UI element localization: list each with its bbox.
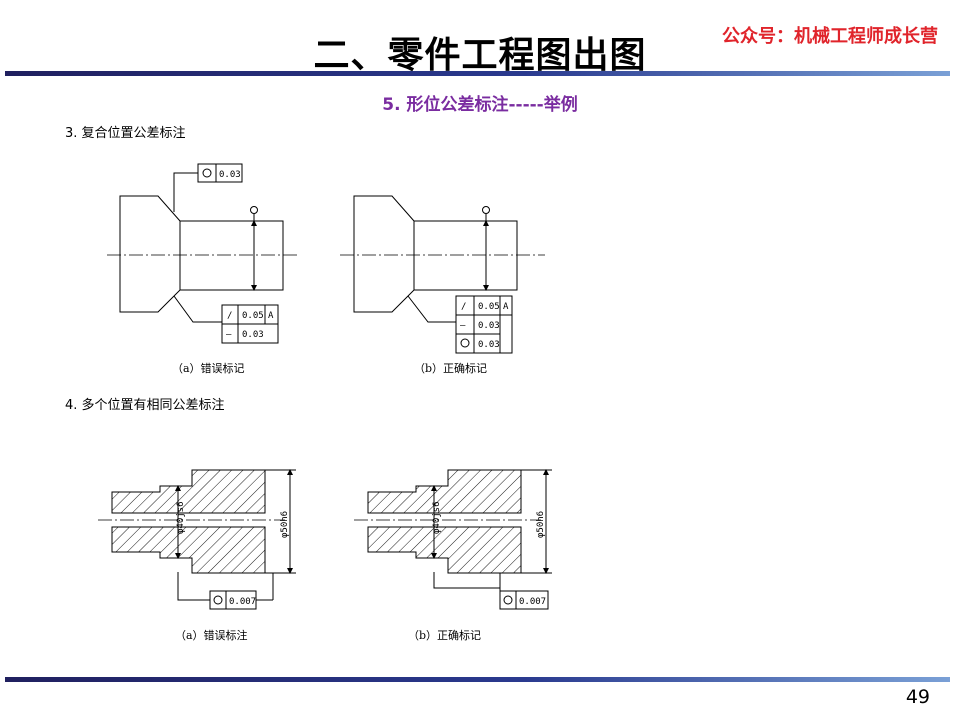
tolerance-value: 0.03 bbox=[478, 321, 500, 331]
drawing-4b bbox=[354, 469, 552, 600]
section-heading-same-tolerance: 4. 多个位置有相同公差标注 bbox=[65, 398, 225, 413]
caption-4a: （a）错误标注 bbox=[175, 628, 248, 642]
drawing-4a bbox=[98, 469, 296, 601]
section-heading-composite: 3. 复合位置公差标注 bbox=[65, 126, 186, 141]
circularity-icon bbox=[202, 168, 212, 178]
tolerance-value: 0.05 bbox=[478, 302, 500, 312]
footer-divider bbox=[5, 677, 950, 682]
dim-phi40-label: φ40js6 bbox=[176, 501, 186, 534]
wechat-account-label: 公众号：机械工程师成长营 bbox=[722, 26, 938, 47]
drawing-3b bbox=[340, 195, 545, 323]
straightness-icon: — bbox=[460, 321, 466, 331]
circularity-icon bbox=[213, 595, 223, 605]
tolerance-value: 0.03 bbox=[478, 340, 500, 350]
circularity-icon bbox=[503, 595, 513, 605]
slide-subtitle: 5. 形位公差标注-----举例 bbox=[382, 95, 578, 115]
caption-3b: （b）正确标记 bbox=[414, 361, 487, 375]
tolerance-value: 0.03 bbox=[219, 170, 241, 180]
straightness-icon: — bbox=[226, 330, 232, 340]
datum-label: A bbox=[503, 302, 509, 312]
tolerance-frame-3b: / 0.05 A — 0.03 0.03 bbox=[455, 295, 513, 354]
page-title: 二、零件工程图出图 bbox=[313, 35, 647, 76]
tolerance-value: 0.007 bbox=[519, 597, 546, 607]
tolerance-frame-3a-top: 0.03 bbox=[197, 163, 243, 183]
caption-4b: （b）正确标记 bbox=[408, 628, 481, 642]
tolerance-value: 0.05 bbox=[242, 311, 264, 321]
page-number: 49 bbox=[905, 686, 930, 708]
tolerance-frame-4b: 0.007 bbox=[499, 590, 549, 610]
tolerance-value: 0.007 bbox=[229, 597, 256, 607]
tolerance-frame-3a-bottom: / 0.05 A — 0.03 bbox=[221, 304, 279, 344]
datum-label: A bbox=[268, 311, 274, 321]
caption-3a: （a）错误标记 bbox=[172, 361, 245, 375]
runout-icon: / bbox=[461, 302, 466, 312]
circularity-icon bbox=[460, 338, 470, 348]
drawing-3a bbox=[107, 172, 300, 323]
tolerance-frame-4a: 0.007 bbox=[209, 590, 257, 610]
title-divider bbox=[5, 71, 950, 76]
dim-phi50-label: φ50h6 bbox=[280, 511, 290, 538]
runout-icon: / bbox=[227, 311, 232, 321]
dim-phi50-label: φ50h6 bbox=[536, 511, 546, 538]
dim-phi40-label: φ40js6 bbox=[432, 501, 442, 534]
tolerance-value: 0.03 bbox=[242, 330, 264, 340]
